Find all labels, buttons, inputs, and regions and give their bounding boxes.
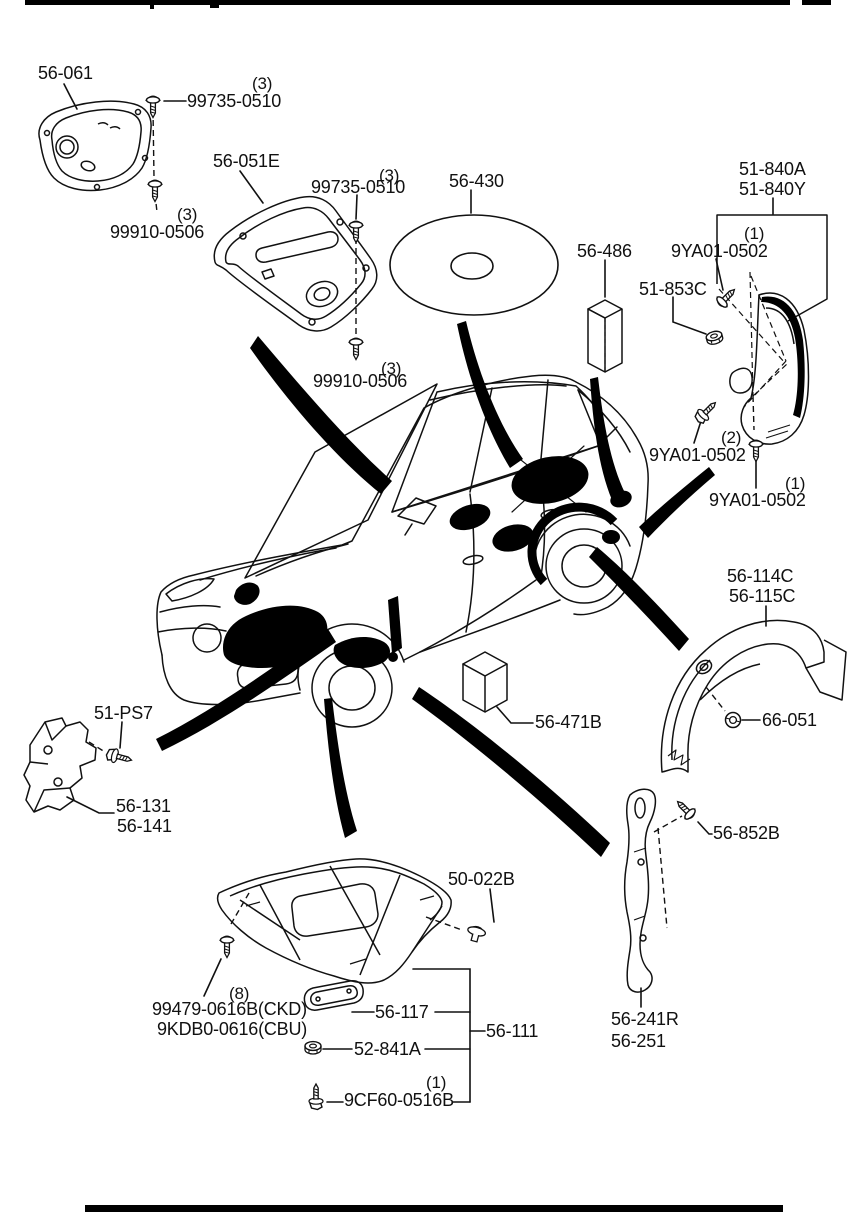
arrow-body-to-wheelhouse: [589, 547, 689, 651]
part-label-56-251: 56-251: [611, 1031, 666, 1051]
part-56-114C-wheelhouse-liner: [660, 619, 847, 773]
part-56-430-insulator-disc: [389, 214, 559, 316]
screw-icon: [147, 179, 163, 203]
arrow-body-to-member: [412, 687, 610, 857]
bolt-icon: [104, 746, 134, 768]
part-label-56-471B: 56-471B: [535, 712, 602, 732]
part-label-56-241R: 56-241R: [611, 1009, 679, 1029]
part-label-99910-0506: 99910-0506: [313, 371, 408, 391]
part-label-9YA01-0502: 9YA01-0502: [709, 490, 806, 510]
page-top-border-gap: [790, 0, 802, 6]
page-bottom-border: [85, 1205, 783, 1212]
part-label-51-840Y: 51-840Y: [739, 179, 806, 199]
part-label-9YA01-0502: 9YA01-0502: [649, 445, 746, 465]
nut-icon: [304, 1040, 322, 1055]
qty-label: (3): [379, 166, 400, 185]
screw-icon: [714, 284, 740, 310]
vehicle-outline-drawing: [156, 374, 649, 728]
qty-label: (3): [177, 205, 198, 224]
part-label-50-022B: 50-022B: [448, 869, 515, 889]
bolt-icon: [308, 1083, 324, 1111]
part-label-99910-0506: 99910-0506: [110, 222, 205, 242]
part-label-99479-0616B: 99479-0616B(CKD): [152, 999, 307, 1019]
part-label-56-486: 56-486: [577, 241, 632, 261]
qty-label: (1): [426, 1073, 447, 1092]
part-56-486-pad-block: [587, 299, 623, 373]
leader-lines-dashed: [88, 109, 755, 931]
part-label-56-061: 56-061: [38, 63, 93, 83]
screw-icon: [672, 796, 698, 822]
arrow-bracket-to-body: [156, 629, 336, 751]
bolt-icon: [691, 397, 721, 427]
part-label-51-PS7: 51-PS7: [94, 703, 153, 723]
part-label-56-852B: 56-852B: [713, 823, 780, 843]
screw-icon: [219, 935, 235, 959]
part-51-840-mudguard: [716, 214, 828, 445]
arrow-mudguard-to-body: [639, 467, 715, 538]
part-56-061-cover-plate: [38, 100, 152, 192]
part-label-66-051: 66-051: [762, 710, 817, 730]
grommet-nut-icon: [724, 711, 742, 729]
part-label-9YA01-0502: 9YA01-0502: [671, 241, 768, 261]
part-label-99735-0510: 99735-0510: [187, 91, 282, 111]
part-label-56-051E: 56-051E: [213, 151, 280, 171]
arrow-56051E-to-body: [250, 336, 392, 494]
qty-label: (1): [785, 474, 806, 493]
part-label-9KDB0-0616: 9KDB0-0616(CBU): [157, 1019, 308, 1039]
qty-label: (3): [252, 74, 273, 93]
part-56-117-pad-plate: [303, 980, 364, 1011]
part-51-PS7-bracket: [23, 717, 97, 813]
part-56-111-under-cover: [216, 858, 452, 984]
qty-label: (2): [721, 428, 742, 447]
qty-label: (1): [744, 224, 765, 243]
page-top-border: [25, 0, 831, 5]
part-label-51-840A: 51-840A: [739, 159, 806, 179]
part-56-241R-side-member: [624, 788, 657, 993]
part-label-9CF60-0516B: 9CF60-0516B: [344, 1090, 454, 1110]
fasteners: [104, 95, 764, 1111]
part-label-56-430: 56-430: [449, 171, 504, 191]
qty-label: (3): [381, 359, 402, 378]
arrow-undercover-to-body: [324, 698, 357, 838]
arrow-56486-to-body: [590, 377, 625, 500]
leader-lines: [63, 83, 774, 1103]
part-label-56-111: 56-111: [486, 1021, 539, 1041]
qty-label: (8): [229, 984, 250, 1003]
part-label-56-141: 56-141: [117, 816, 172, 836]
registration-tick: [210, 4, 219, 8]
part-label-51-853C: 51-853C: [639, 279, 707, 299]
part-label-99735-0510: 99735-0510: [311, 177, 406, 197]
part-56-051E-cover-plate: [213, 195, 378, 332]
screw-icon: [748, 439, 764, 463]
flow-arrows: [156, 321, 715, 857]
part-label-52-841A: 52-841A: [354, 1039, 421, 1059]
registration-tick: [150, 4, 154, 9]
screw-icon: [348, 337, 364, 361]
arrow-56430-to-body: [457, 321, 523, 468]
part-label-56-114C: 56-114C: [727, 566, 794, 586]
nut-icon: [704, 328, 725, 347]
part-56-471B-pad-block: [462, 651, 508, 713]
part-label-56-115C: 56-115C: [729, 586, 796, 606]
part-label-56-131: 56-131: [116, 796, 171, 816]
part-label-56-117: 56-117: [375, 1002, 429, 1022]
push-clip-icon: [464, 923, 488, 945]
